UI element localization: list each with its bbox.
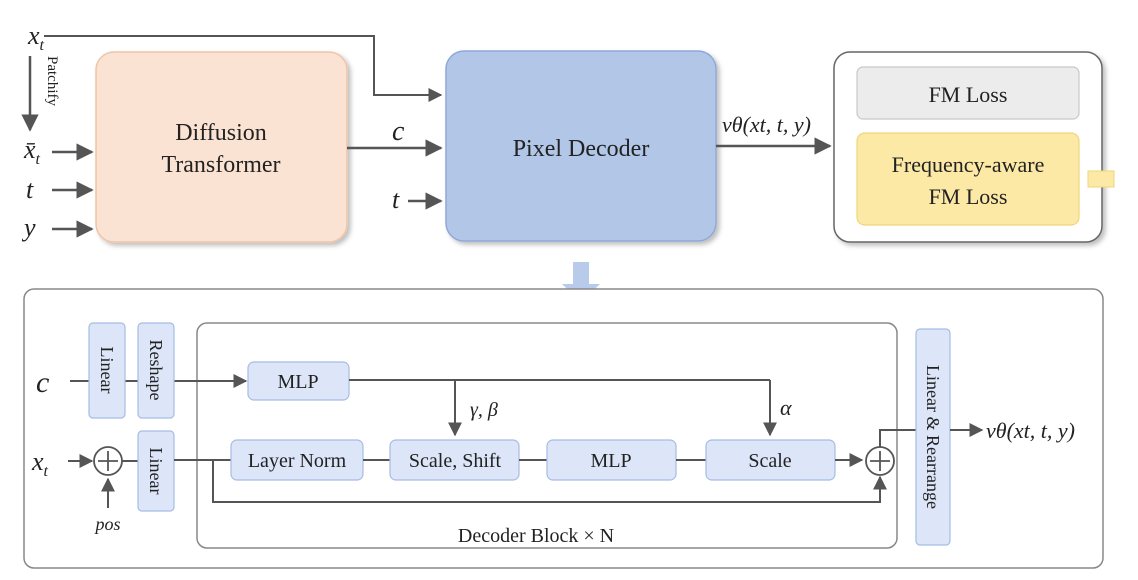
freq-fm-loss-line2: FM Loss (929, 184, 1008, 209)
layer-norm-label: Layer Norm (248, 450, 347, 472)
mlp-top-label: MLP (277, 371, 318, 393)
linear-c-label: Linear (97, 347, 117, 394)
reshape-box (137, 322, 175, 419)
dit-label-line2: Transformer (161, 152, 280, 178)
decoder-detail-panel (23, 288, 1104, 569)
linear-rearrange-label: Linear & Rearrange (923, 365, 943, 509)
xt-to-decoder-arrow (44, 35, 443, 102)
reshape-label: Reshape (146, 340, 166, 401)
dit-label-line1: Diffusion (175, 120, 267, 146)
top-c-label: c (392, 116, 405, 147)
fm-loss-box (856, 66, 1080, 120)
linear-xt-box (137, 430, 175, 512)
pixel-decoder-label: Pixel Decoder (513, 136, 650, 162)
linear-c-box (88, 322, 126, 419)
freq-fm-loss-line1: Frequency-aware (892, 152, 1045, 177)
patchify-label: Patchify (44, 56, 60, 106)
decoder-block-frame (196, 322, 898, 549)
linear-xt-label: Linear (146, 448, 166, 495)
bottom-output-label: vθ(xt, t, y) (986, 418, 1075, 443)
mlp-mid-label: MLP (590, 450, 631, 472)
fm-loss-label: FM Loss (929, 82, 1008, 107)
top-xbar-label: x̄t (23, 135, 41, 168)
top-output-label: vθ(xt, t, y) (722, 112, 811, 137)
top-y-label: y (21, 213, 36, 242)
scale-label: Scale (748, 450, 791, 472)
freq-fm-loss-box (856, 132, 1080, 226)
bottom-xt-label: xt (31, 447, 49, 480)
alpha-label: α (780, 395, 792, 420)
add-to-linear-rearrange-line (879, 429, 916, 447)
bottom-c-label: c (36, 366, 49, 399)
diffusion-transformer-box (95, 51, 348, 243)
pos-label: pos (93, 514, 120, 534)
top-t-label: t (26, 175, 34, 204)
linear-rearrange-box (915, 328, 951, 546)
top-decoder-t-label: t (392, 185, 400, 214)
freq-connector-stub (1087, 170, 1115, 188)
residual-skip-arrow (212, 460, 887, 503)
decoder-block-label: Decoder Block × N (458, 525, 614, 547)
top-xt-label: xt (27, 21, 45, 54)
gamma-beta-label: γ, β (470, 399, 498, 421)
scale-shift-label: Scale, Shift (409, 450, 502, 472)
